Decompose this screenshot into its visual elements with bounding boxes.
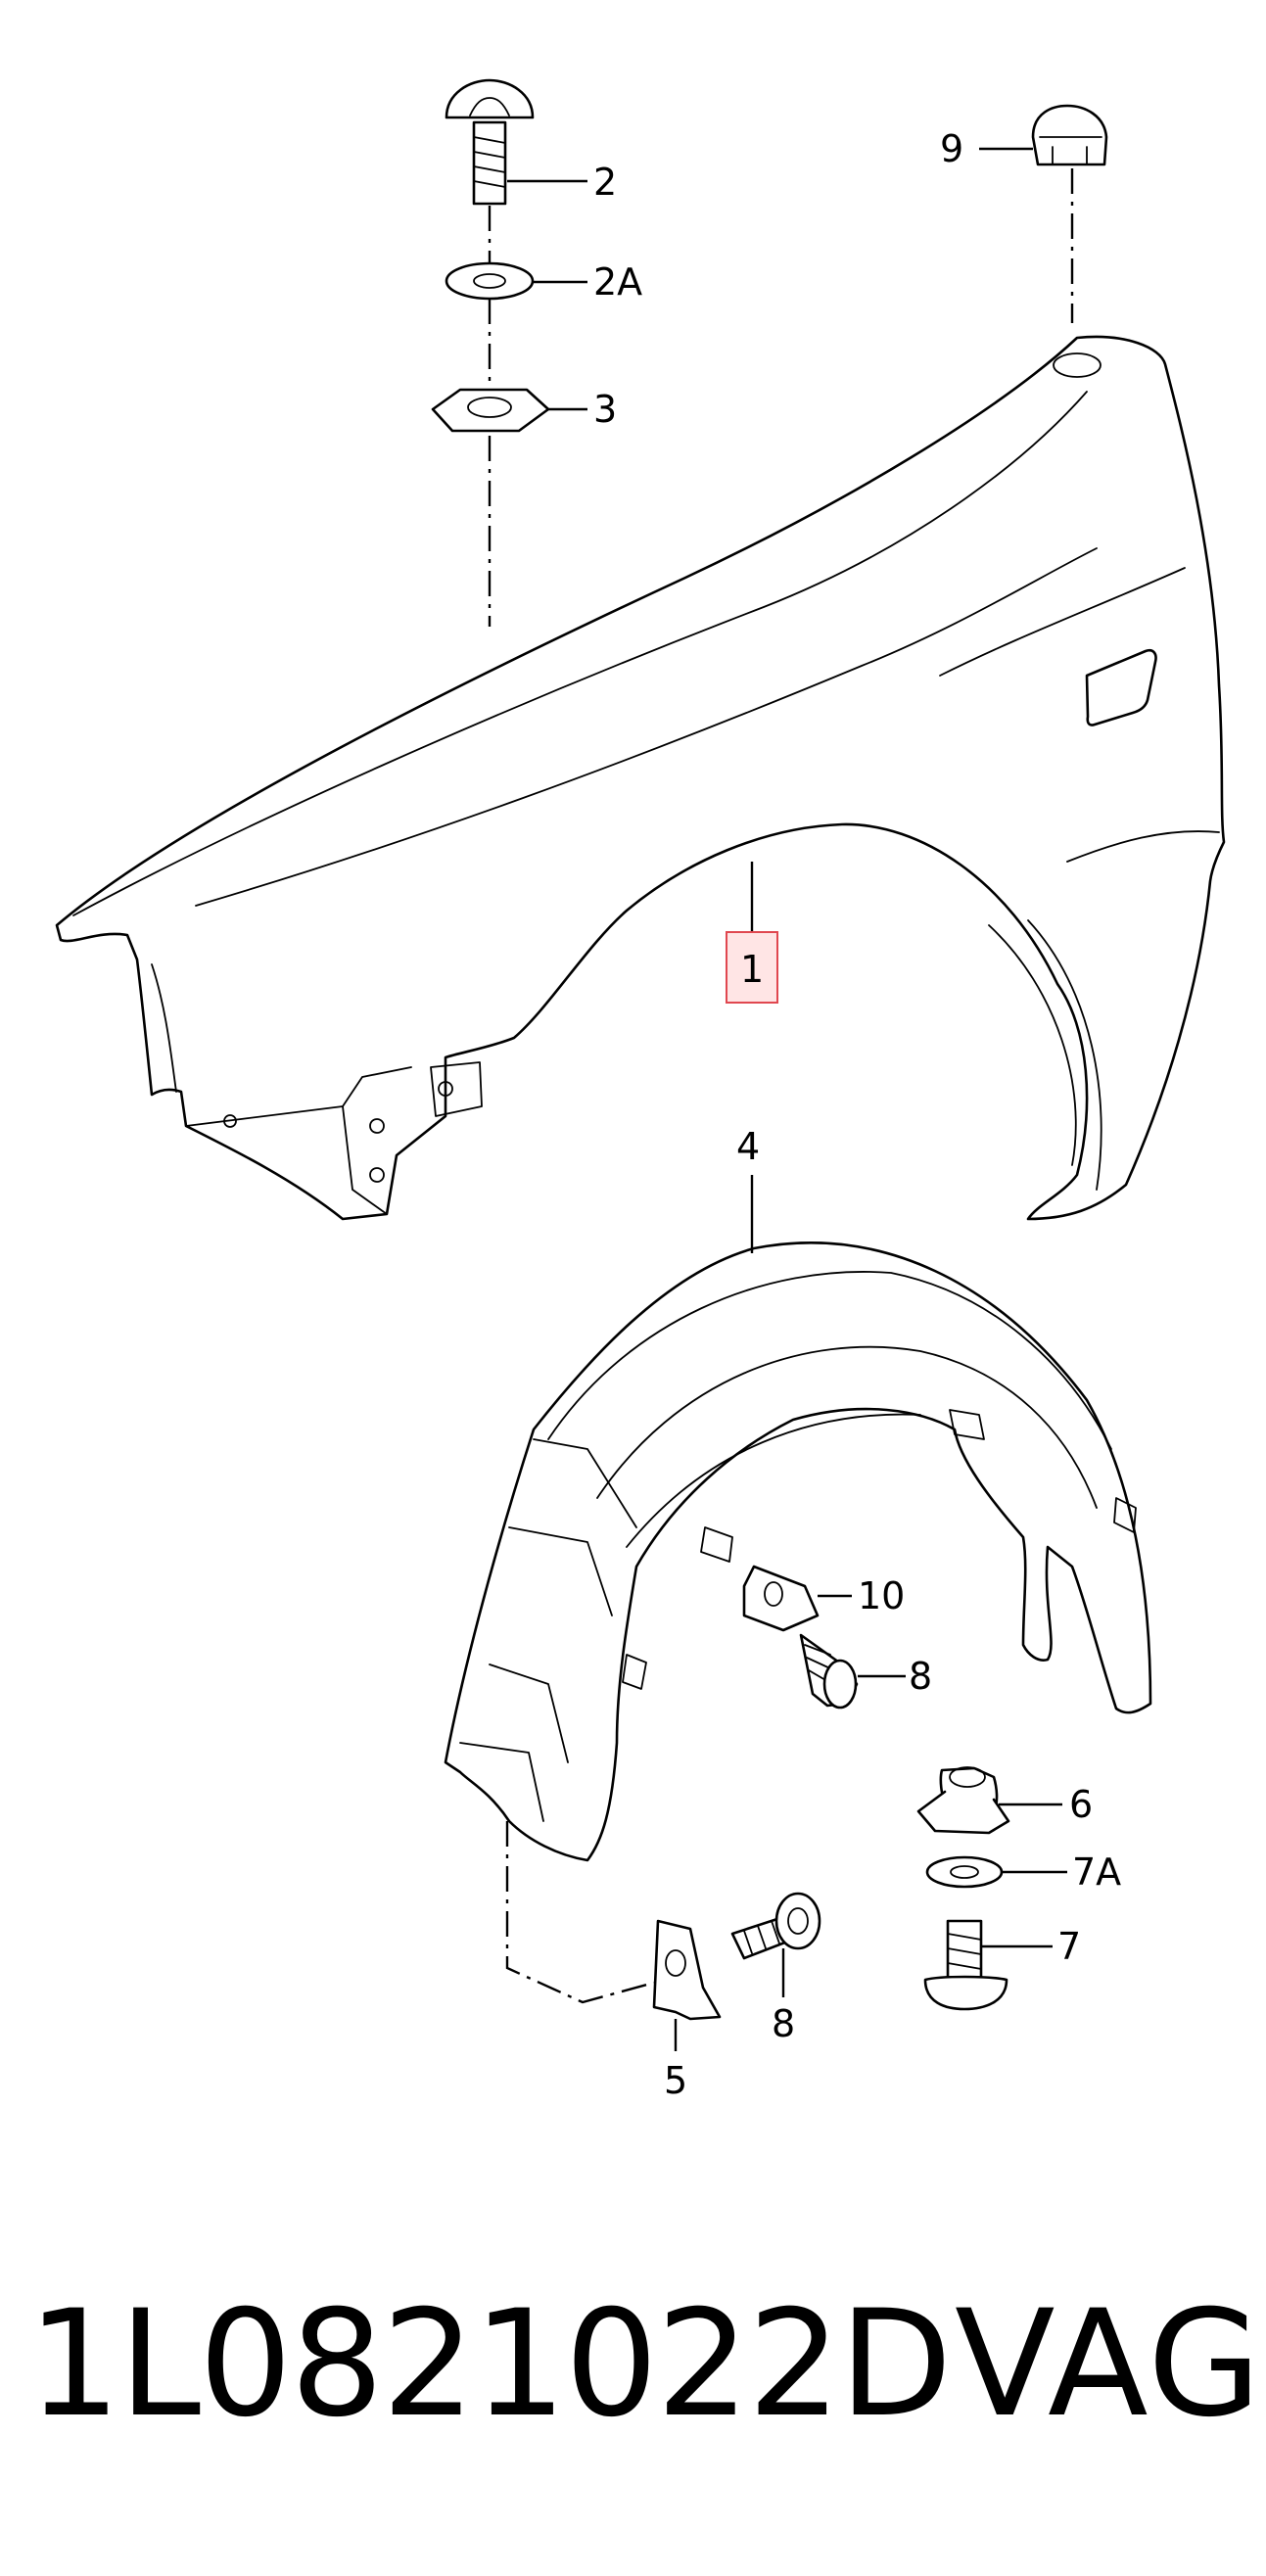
callout-6: 6 — [1069, 1783, 1093, 1826]
callout-1: 1 — [740, 948, 764, 991]
washer — [445, 261, 535, 301]
callout-leaders — [507, 147, 1067, 2051]
fender-bolt — [445, 78, 535, 206]
brand-name: VAG — [955, 2279, 1264, 2450]
assembly-line-lower — [505, 1821, 655, 2004]
callout-9: 9 — [940, 127, 963, 170]
screw-lower — [730, 1892, 821, 1960]
bolt — [923, 1919, 1008, 2011]
plug — [1031, 104, 1108, 166]
clip-nut — [431, 388, 550, 433]
bracket-clip — [652, 1919, 722, 2021]
callout-8-lower: 8 — [772, 2002, 795, 2045]
washer-7a — [925, 1855, 1004, 1889]
part-number: 1L0821022D — [27, 2279, 953, 2450]
screw-upper — [799, 1633, 859, 1710]
front-fender — [55, 335, 1226, 1221]
callout-10: 10 — [858, 1574, 905, 1617]
callout-1-highlight — [726, 931, 778, 1004]
speed-nut — [742, 1565, 820, 1632]
callout-5: 5 — [664, 2059, 687, 2102]
wheel-housing-liner — [444, 1241, 1152, 1862]
retaining-clip — [916, 1766, 1010, 1835]
callout-8-upper: 8 — [909, 1655, 932, 1698]
callout-7a: 7A — [1072, 1850, 1121, 1894]
callout-4: 4 — [736, 1125, 760, 1168]
callout-2a: 2A — [593, 260, 642, 304]
callout-3: 3 — [593, 388, 617, 431]
callout-2: 2 — [593, 161, 617, 204]
callout-7: 7 — [1057, 1925, 1081, 1968]
